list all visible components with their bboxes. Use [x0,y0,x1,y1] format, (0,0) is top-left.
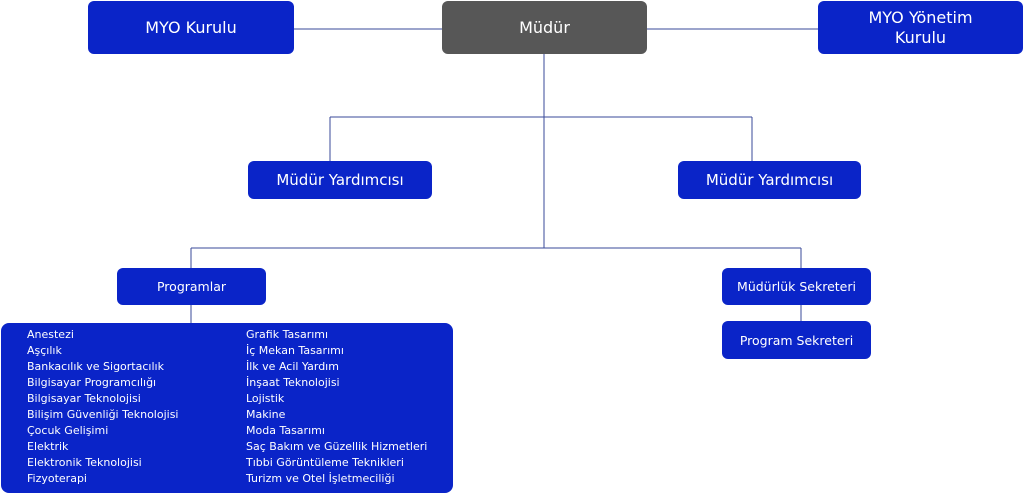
node-programlar: Programlar [117,268,266,305]
program-item: Bilişim Güvenliği Teknolojisi [27,408,179,421]
node-mudur-label: Müdür [519,17,570,37]
node-mudur-yardimcisi-left: Müdür Yardımcısı [248,161,432,199]
program-item: İnşaat Teknolojisi [246,376,340,389]
node-mudur-yardimcisi-right: Müdür Yardımcısı [678,161,861,199]
program-item: İlk ve Acil Yardım [246,360,339,373]
node-mudur-yardimcisi-right-label: Müdür Yardımcısı [705,171,834,189]
program-item: Bankacılık ve Sigortacılık [27,360,164,373]
program-item: Anestezi [27,328,74,341]
node-myo-kurulu-label: MYO Kurulu [145,17,237,37]
node-myo-yonetim-kurulu-label: MYO Yönetim Kurulu [868,8,973,47]
program-item: Fizyoterapi [27,472,87,485]
program-item: Makine [246,408,286,421]
program-item: Turizm ve Otel İşletmeciliği [246,472,395,485]
program-item: Moda Tasarımı [246,424,325,437]
node-programlar-label: Programlar [156,279,226,294]
programs-list-right: Grafik Tasarımı İç Mekan Tasarımı İlk ve… [246,327,427,487]
program-item: Çocuk Gelişimi [27,424,109,437]
program-item: Grafik Tasarımı [246,328,329,341]
program-item: Tıbbi Görüntüleme Teknikleri [246,456,404,469]
program-item: Elektrik [27,440,69,453]
node-mudurluk-sekreteri-label: Müdürlük Sekreteri [737,279,856,294]
node-program-sekreteri-label: Program Sekreteri [739,332,854,348]
program-item: Saç Bakım ve Güzellik Hizmetleri [246,440,428,453]
program-item: Lojistik [246,392,285,405]
node-myo-yonetim-kurulu: MYO Yönetim Kurulu [818,1,1023,54]
programs-list-panel: Anestezi Aşçılık Bankacılık ve Sigortacı… [1,323,453,493]
program-item: Bilgisayar Teknolojisi [27,392,141,405]
programs-list-left: Anestezi Aşçılık Bankacılık ve Sigortacı… [27,327,178,487]
node-program-sekreteri: Program Sekreteri [722,321,871,359]
node-myo-kurulu: MYO Kurulu [88,1,294,54]
program-item: Elektronik Teknolojisi [27,456,142,469]
node-mudurluk-sekreteri: Müdürlük Sekreteri [722,268,871,305]
node-mudur-yardimcisi-left-label: Müdür Yardımcısı [276,171,404,189]
program-item: İç Mekan Tasarımı [246,344,344,357]
node-mudur: Müdür [442,1,647,54]
program-item: Bilgisayar Programcılığı [27,376,157,389]
program-item: Aşçılık [27,344,62,357]
